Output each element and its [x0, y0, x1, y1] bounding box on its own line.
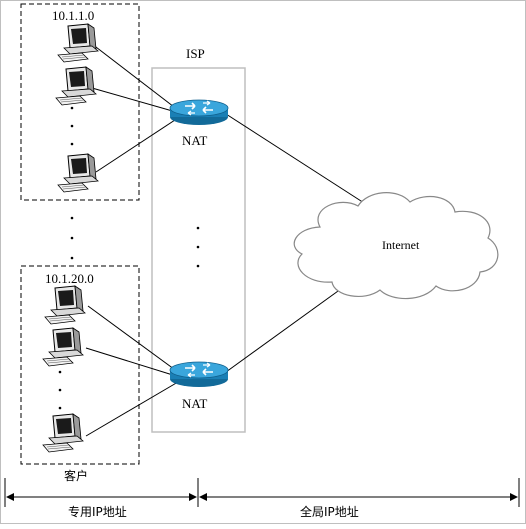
- pc-icon: [42, 327, 84, 367]
- nat-label-top: NAT: [182, 133, 207, 148]
- internet-label: Internet: [382, 238, 420, 252]
- internet-cloud-icon: [293, 192, 499, 300]
- pc-icon: [55, 66, 97, 106]
- nat-label-bottom: NAT: [182, 396, 207, 411]
- client-label: 客户: [64, 468, 88, 483]
- global-ip-label: 全局IP地址: [300, 504, 359, 519]
- isp-box: [151, 67, 246, 433]
- ellipsis-dots: [58, 106, 200, 410]
- router-icon-top: [169, 99, 229, 126]
- subnet-box-1: [20, 3, 140, 201]
- isp-label: ISP: [186, 46, 205, 61]
- subnet-label-2: 10.1.20.0: [45, 271, 94, 286]
- pc-icon: [57, 153, 99, 193]
- pc-icon: [57, 23, 99, 63]
- pc-icon: [42, 413, 84, 453]
- pc-icon: [44, 285, 86, 325]
- connection-lines: [85, 43, 376, 437]
- router-icon-bottom: [169, 361, 229, 388]
- subnet-label-1: 10.1.1.0: [52, 8, 94, 23]
- axis-arrowheads: [6, 493, 518, 501]
- private-ip-label: 专用IP地址: [68, 504, 127, 519]
- bottom-axis: [4, 478, 520, 507]
